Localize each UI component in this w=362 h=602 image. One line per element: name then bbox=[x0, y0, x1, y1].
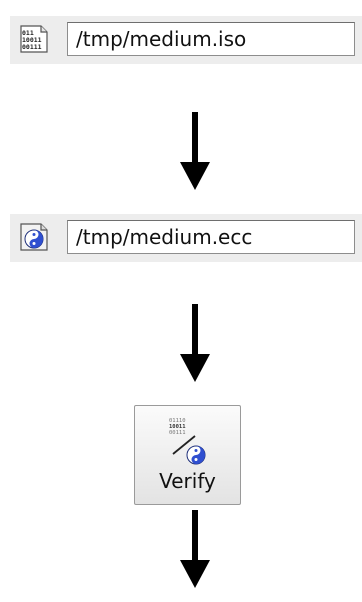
verify-icon: 01110 10011 00111 bbox=[169, 418, 206, 465]
image-file-row: 011 10011 00111 /tmp/medium.iso bbox=[10, 16, 362, 64]
icon-binary-line: 00111 bbox=[22, 43, 42, 51]
down-arrow-icon bbox=[178, 304, 212, 382]
icon-binary-line: 01110 bbox=[169, 418, 186, 424]
verify-button[interactable]: 01110 10011 00111 Verify bbox=[134, 405, 241, 505]
down-arrow-icon bbox=[178, 510, 212, 588]
ecc-file-path-field[interactable]: /tmp/medium.ecc bbox=[67, 220, 355, 254]
verify-button-label: Verify bbox=[159, 469, 216, 493]
image-file-path-field[interactable]: /tmp/medium.iso bbox=[67, 22, 355, 56]
yin-yang-file-icon bbox=[20, 223, 48, 251]
icon-binary-line: 10011 bbox=[22, 36, 42, 44]
binary-file-icon: 011 10011 00111 bbox=[20, 25, 48, 53]
icon-binary-line: 00111 bbox=[169, 430, 186, 436]
icon-binary-line: 10011 bbox=[169, 424, 186, 430]
down-arrow-icon bbox=[178, 112, 212, 190]
ecc-file-row: /tmp/medium.ecc bbox=[10, 214, 362, 262]
icon-binary-line: 011 bbox=[22, 29, 34, 37]
